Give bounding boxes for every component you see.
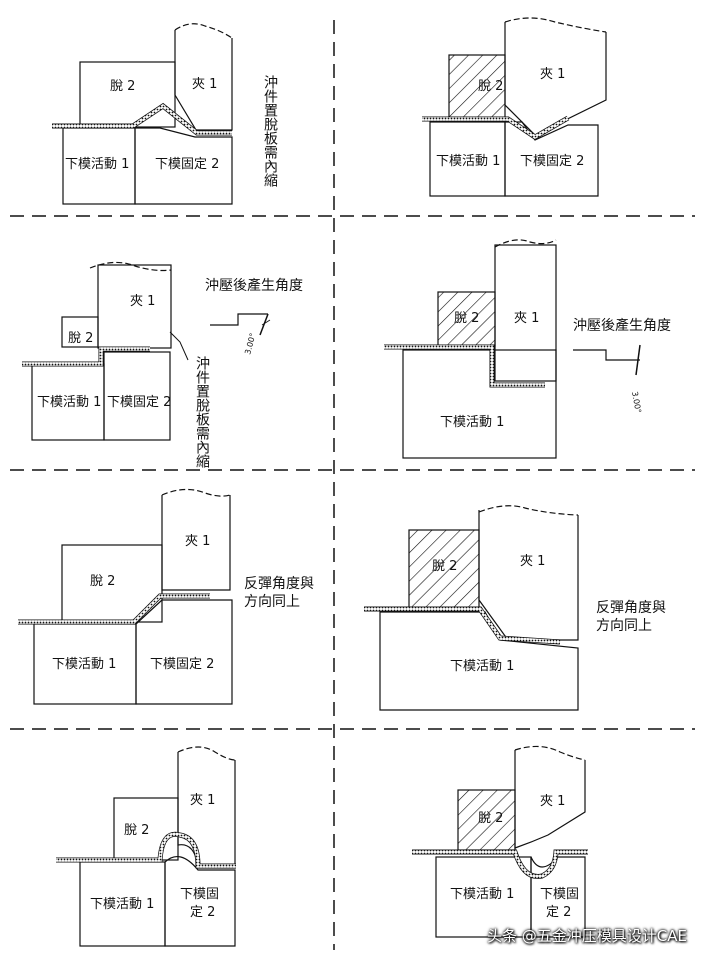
panel-1 <box>52 23 233 205</box>
cut-line <box>161 488 231 497</box>
leader-line <box>169 331 189 361</box>
label-lower-fixed: 下模固定 2 <box>107 395 171 410</box>
label-lower-moving: 下模活動 1 <box>436 154 500 169</box>
label-stripper: 脫 2 <box>110 79 135 94</box>
label-stripper: 脫 2 <box>454 311 479 326</box>
stripper-block-hatched <box>448 54 506 120</box>
cut-line <box>177 746 236 761</box>
note-springback-line1: 反彈角度與 <box>596 600 666 616</box>
panel-5 <box>18 488 233 705</box>
clamp-block <box>161 495 231 591</box>
label-lower-moving: 下模活動 1 <box>450 887 514 902</box>
label-clamp: 夾 1 <box>514 311 539 326</box>
angle-indicator <box>210 313 271 336</box>
lower-fixed-block <box>103 351 171 441</box>
angle-value: 3.00° <box>630 391 643 414</box>
label-clamp: 夾 1 <box>192 77 217 92</box>
note-springback-line2: 方向同上 <box>596 618 652 634</box>
label-clamp: 夾 1 <box>130 294 155 309</box>
clamp-block <box>177 752 236 869</box>
note-shrink-vertical: 沖件置脫板需內縮 <box>262 75 278 187</box>
lower-fixed-block <box>134 127 233 205</box>
panel-3 <box>22 261 189 441</box>
clamp-block <box>494 244 557 382</box>
label-stripper: 脫 2 <box>478 79 503 94</box>
clamp-block <box>514 750 586 849</box>
note-springback-line1: 反彈角度與 <box>244 576 314 592</box>
panel-4 <box>384 239 557 459</box>
cut-line <box>89 261 172 272</box>
label-lower-moving: 下模活動 1 <box>52 657 116 672</box>
watermark: 头条 @五金冲压模具设计CAE <box>487 927 687 945</box>
label-clamp: 夾 1 <box>540 794 565 809</box>
label-clamp: 夾 1 <box>190 793 215 808</box>
label-lower-fixed: 下模固定 2 <box>520 154 584 169</box>
lower-fixed-block <box>135 599 233 705</box>
workpiece-strip <box>22 346 150 367</box>
label-lower-fixed-line2: 定 2 <box>190 905 215 920</box>
panel-8 <box>412 745 588 938</box>
note-springback-line2: 方向同上 <box>244 594 300 610</box>
stripper-block <box>79 61 176 128</box>
workpiece-strip <box>412 849 588 879</box>
label-lower-moving: 下模活動 1 <box>450 659 514 674</box>
cut-line <box>494 239 557 248</box>
label-lower-fixed: 下模固定 2 <box>155 157 219 172</box>
separators <box>10 20 695 950</box>
label-lower-fixed-line2: 定 2 <box>546 905 571 920</box>
label-clamp: 夾 1 <box>520 554 545 569</box>
workpiece-strip <box>384 344 545 388</box>
panel-7 <box>56 746 236 947</box>
panel-2 <box>422 17 607 197</box>
label-stripper: 脫 2 <box>68 331 93 346</box>
panel-6 <box>364 505 579 711</box>
label-stripper: 脫 2 <box>478 811 503 826</box>
label-lower-moving: 下模活動 1 <box>90 897 154 912</box>
lower-moving-block <box>402 349 557 459</box>
label-lower-fixed-line1: 下模固 <box>540 887 579 902</box>
label-lower-moving: 下模活動 1 <box>440 415 504 430</box>
label-clamp: 夾 1 <box>185 534 210 549</box>
label-lower-fixed: 下模固定 2 <box>150 657 214 672</box>
cut-line <box>478 505 579 516</box>
label-lower-fixed-line1: 下模固 <box>180 887 219 902</box>
label-clamp: 夾 1 <box>540 67 565 82</box>
cut-line <box>174 23 233 39</box>
workpiece-strip <box>364 606 561 645</box>
label-stripper: 脫 2 <box>432 559 457 574</box>
cut-line <box>504 17 607 33</box>
cut-line <box>514 745 586 761</box>
note-angle-after-press: 沖壓後產生角度 <box>205 277 303 294</box>
label-stripper: 脫 2 <box>90 574 115 589</box>
workpiece-strip <box>422 115 570 140</box>
lower-fixed-block <box>164 855 236 947</box>
label-lower-moving: 下模活動 1 <box>65 157 129 172</box>
stripper-block-hatched <box>457 789 516 851</box>
angle-indicator <box>573 344 641 376</box>
label-lower-moving: 下模活動 1 <box>37 395 101 410</box>
lower-fixed-block <box>504 121 599 197</box>
clamp-block <box>478 510 579 641</box>
note-angle-after-press: 沖壓後產生角度 <box>573 317 671 334</box>
label-stripper: 脫 2 <box>124 823 149 838</box>
lower-fixed-block <box>530 856 586 938</box>
note-shrink-vertical: 沖件置脫板需內縮 <box>194 356 210 468</box>
angle-value: 3.00° <box>243 332 257 355</box>
